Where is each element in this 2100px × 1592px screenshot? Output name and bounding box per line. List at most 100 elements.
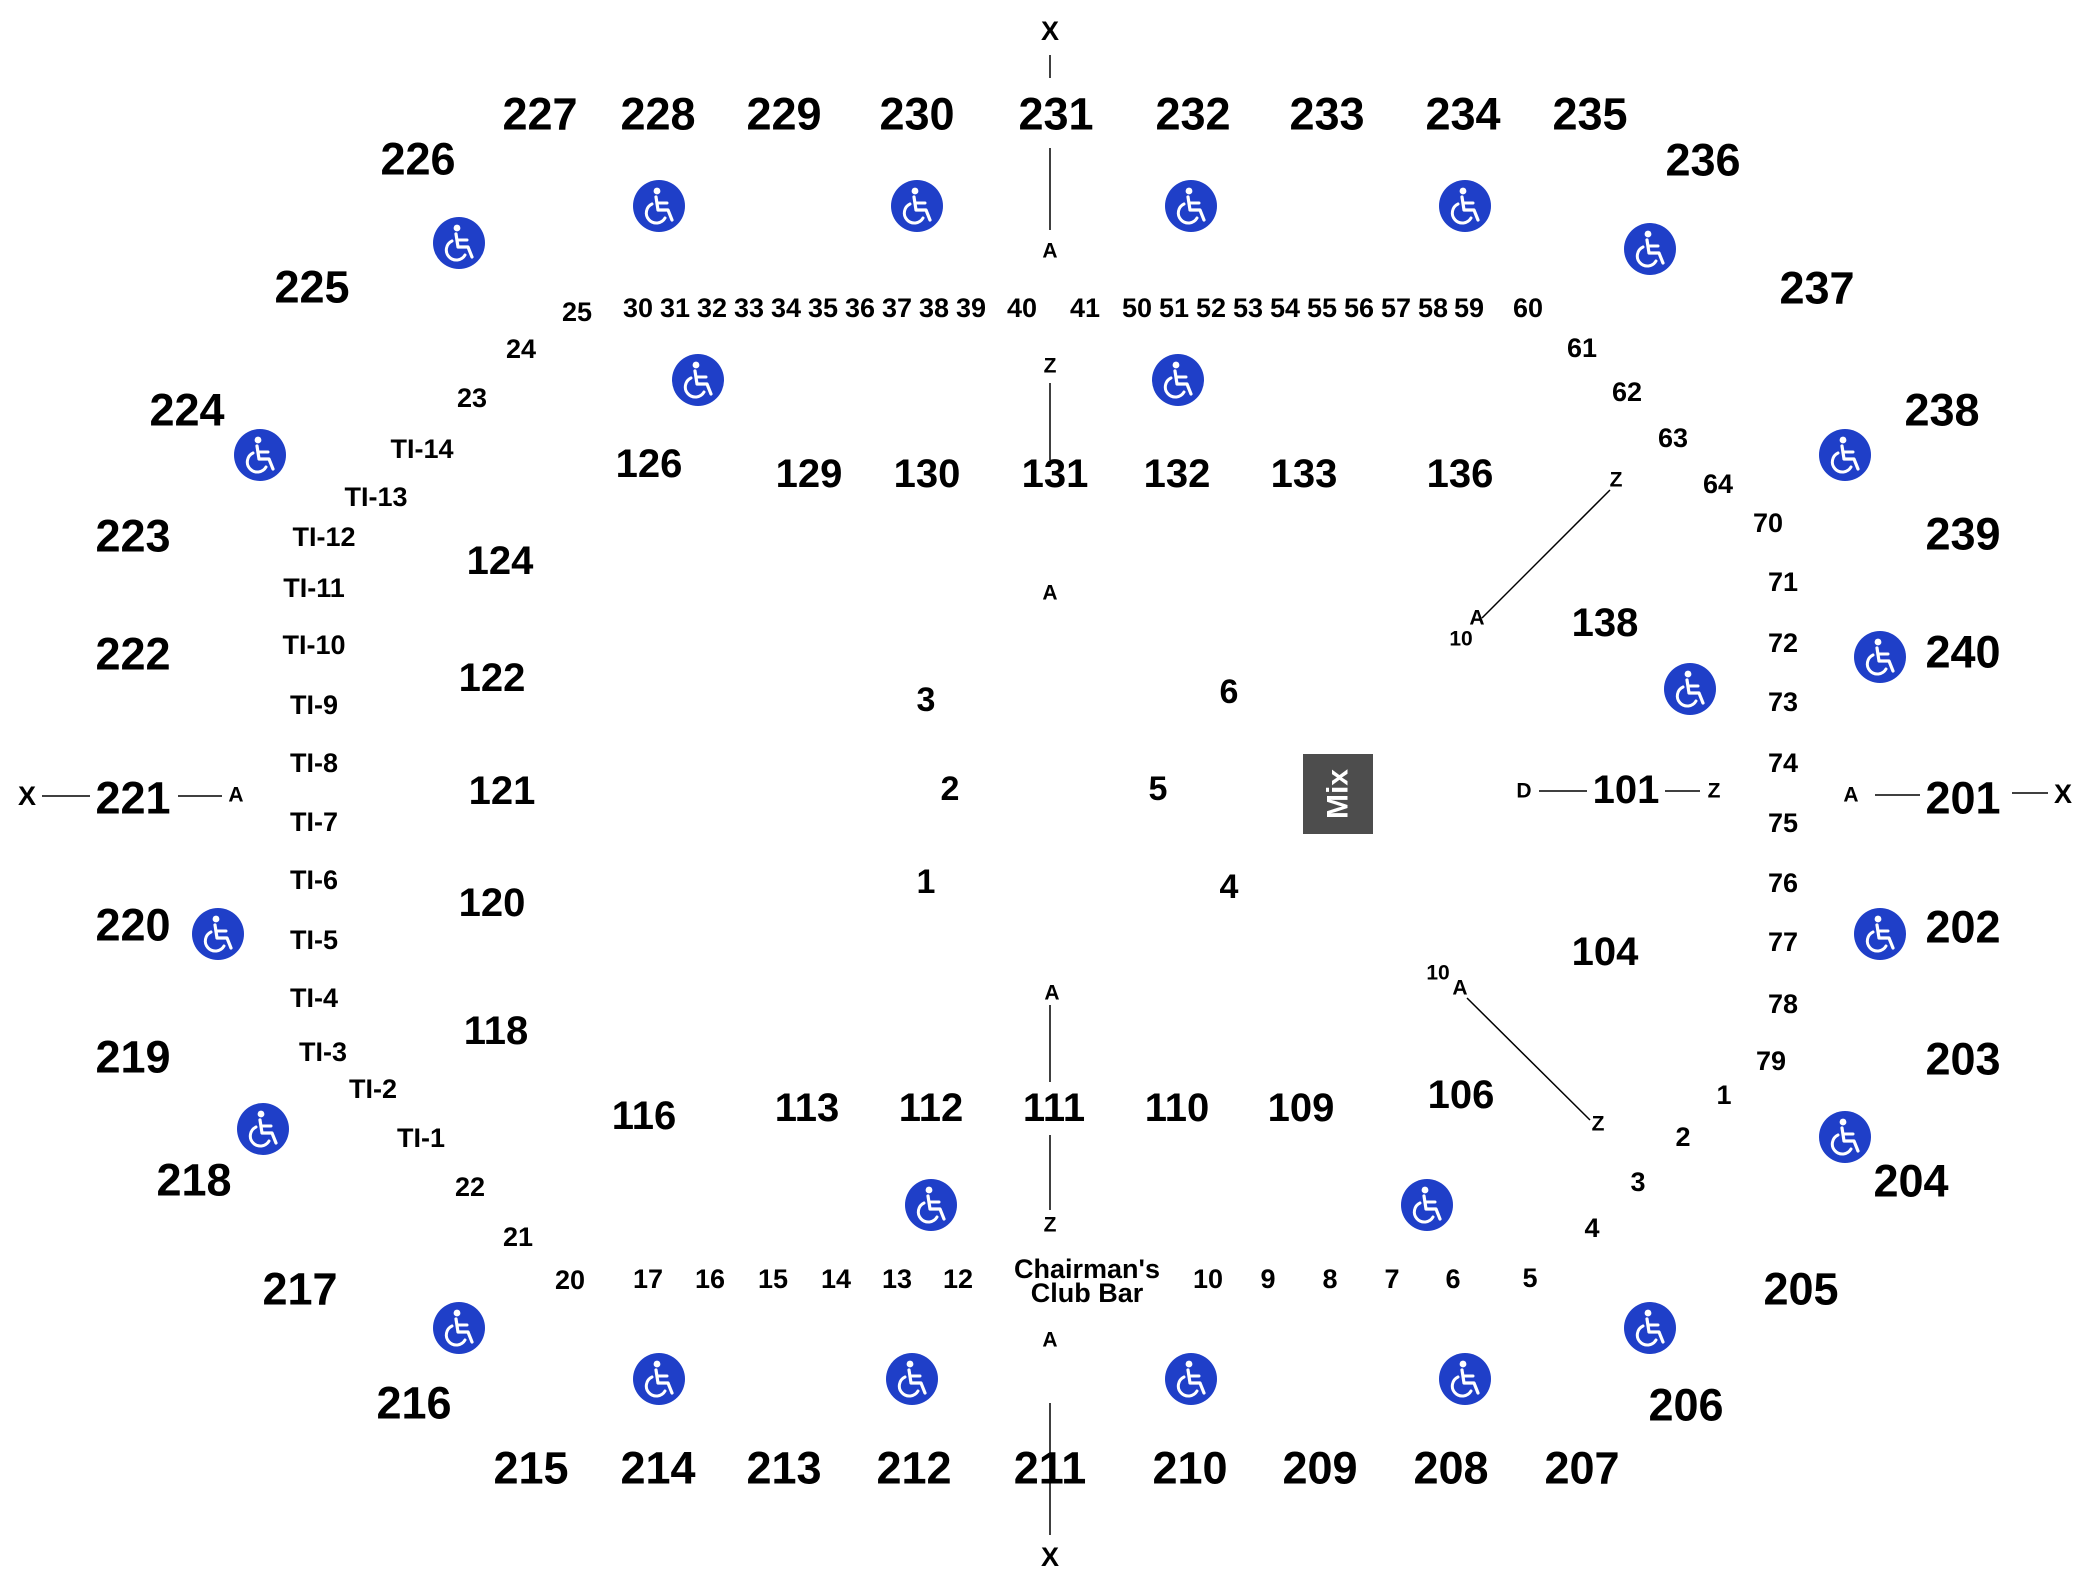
section-217[interactable]: 217: [262, 1264, 337, 1315]
section-239[interactable]: 239: [1925, 509, 2000, 560]
section-106[interactable]: 106: [1428, 1073, 1495, 1117]
section-218[interactable]: 218: [156, 1155, 231, 1206]
aisle-z-bottom-lower: Z: [1044, 1214, 1057, 1237]
row-label: 10: [1193, 1264, 1223, 1294]
row-label: 5: [1522, 1263, 1537, 1293]
row-label: 39: [956, 293, 986, 323]
section-223[interactable]: 223: [95, 511, 170, 562]
section-213[interactable]: 213: [746, 1443, 821, 1494]
row-label: 7: [1384, 1264, 1399, 1294]
section-207[interactable]: 207: [1544, 1443, 1619, 1494]
section-203[interactable]: 203: [1925, 1034, 2000, 1085]
section-121[interactable]: 121: [469, 769, 536, 813]
row-label: 20: [555, 1265, 585, 1295]
wheelchair-icon: [235, 1101, 291, 1157]
floor-section-5[interactable]: 5: [1149, 770, 1168, 808]
section-129[interactable]: 129: [776, 452, 843, 496]
section-225[interactable]: 225: [274, 262, 349, 313]
section-228[interactable]: 228: [620, 89, 695, 140]
wheelchair-icon: [431, 1300, 487, 1356]
section-110[interactable]: 110: [1145, 1086, 1210, 1130]
section-133[interactable]: 133: [1271, 452, 1338, 496]
section-219[interactable]: 219: [95, 1032, 170, 1083]
row-label: 64: [1703, 469, 1733, 499]
mix-label: Mix: [1322, 769, 1355, 819]
row-label: 2: [1675, 1122, 1690, 1152]
section-204[interactable]: 204: [1873, 1156, 1948, 1207]
row-label: 21: [503, 1222, 533, 1252]
section-240[interactable]: 240: [1925, 627, 2000, 678]
section-215[interactable]: 215: [493, 1443, 568, 1494]
section-132[interactable]: 132: [1144, 452, 1211, 496]
section-112[interactable]: 112: [899, 1086, 964, 1130]
section-238[interactable]: 238: [1904, 385, 1979, 436]
section-231[interactable]: 231: [1018, 89, 1093, 140]
floor-section-6[interactable]: 6: [1220, 673, 1239, 711]
section-216[interactable]: 216: [376, 1378, 451, 1429]
wheelchair-icon: [1817, 1109, 1873, 1165]
section-235[interactable]: 235: [1552, 89, 1627, 140]
section-120[interactable]: 120: [459, 881, 526, 925]
section-227[interactable]: 227: [502, 89, 577, 140]
row-label: 6: [1445, 1264, 1460, 1294]
section-237[interactable]: 237: [1779, 263, 1854, 314]
section-206[interactable]: 206: [1648, 1380, 1723, 1431]
section-118[interactable]: 118: [464, 1009, 529, 1053]
row-label: 40: [1007, 293, 1037, 323]
floor-section-2[interactable]: 2: [941, 770, 960, 808]
section-221[interactable]: 221: [95, 773, 170, 824]
lower-level-sections: 101 104 106 109 110 111 112 113 116 118 …: [459, 442, 1660, 1138]
section-229[interactable]: 229: [746, 89, 821, 140]
row-label: 34: [771, 293, 801, 323]
row-label: 4: [1584, 1213, 1599, 1243]
section-202[interactable]: 202: [1925, 902, 2000, 953]
section-208[interactable]: 208: [1413, 1443, 1488, 1494]
section-214[interactable]: 214: [620, 1443, 695, 1494]
floor-section-4[interactable]: 4: [1220, 868, 1239, 906]
row-label: 31: [660, 293, 690, 323]
section-116[interactable]: 116: [612, 1094, 677, 1138]
section-220[interactable]: 220: [95, 900, 170, 951]
section-122[interactable]: 122: [459, 656, 526, 700]
floor-section-1[interactable]: 1: [917, 863, 936, 901]
section-104[interactable]: 104: [1572, 930, 1639, 974]
wheelchair-icon: [903, 1177, 959, 1233]
section-138[interactable]: 138: [1572, 601, 1639, 645]
aisle-x-top: X: [1041, 16, 1059, 46]
section-224[interactable]: 224: [149, 385, 224, 436]
row-label: 76: [1768, 868, 1798, 898]
row-label: 53: [1233, 293, 1263, 323]
section-222[interactable]: 222: [95, 629, 170, 680]
section-209[interactable]: 209: [1282, 1443, 1357, 1494]
floor-section-3[interactable]: 3: [917, 681, 936, 719]
section-101[interactable]: 101: [1593, 768, 1660, 812]
section-136[interactable]: 136: [1427, 452, 1494, 496]
section-234[interactable]: 234: [1425, 89, 1500, 140]
section-131[interactable]: 131: [1022, 452, 1089, 496]
section-233[interactable]: 233: [1289, 89, 1364, 140]
row-label: 1: [1716, 1080, 1731, 1110]
section-124[interactable]: 124: [467, 539, 534, 583]
section-201[interactable]: 201: [1925, 773, 2000, 824]
row-label: 13: [882, 1264, 912, 1294]
section-109[interactable]: 109: [1268, 1086, 1335, 1130]
ti-label: TI-7: [290, 807, 338, 837]
section-205[interactable]: 205: [1763, 1264, 1838, 1315]
section-226[interactable]: 226: [380, 134, 455, 185]
section-130[interactable]: 130: [894, 452, 961, 496]
row-label: 17: [633, 1264, 663, 1294]
section-210[interactable]: 210: [1152, 1443, 1227, 1494]
section-211[interactable]: 211: [1014, 1443, 1087, 1494]
section-113[interactable]: 113: [775, 1086, 840, 1130]
wheelchair-icon: [232, 427, 288, 483]
aisle-number-lower-right: 10: [1426, 962, 1449, 985]
section-111[interactable]: 111: [1023, 1086, 1085, 1130]
section-232[interactable]: 232: [1155, 89, 1230, 140]
row-labels-bottom-right: 1 2 3 4 5: [1522, 1080, 1731, 1293]
aisle-markers: X X X X A Z A A Z A A A D Z Z A 10 10 A …: [18, 16, 2072, 1572]
section-212[interactable]: 212: [876, 1443, 951, 1494]
section-230[interactable]: 230: [879, 89, 954, 140]
row-label: 36: [845, 293, 875, 323]
section-126[interactable]: 126: [616, 442, 683, 486]
section-236[interactable]: 236: [1665, 135, 1740, 186]
